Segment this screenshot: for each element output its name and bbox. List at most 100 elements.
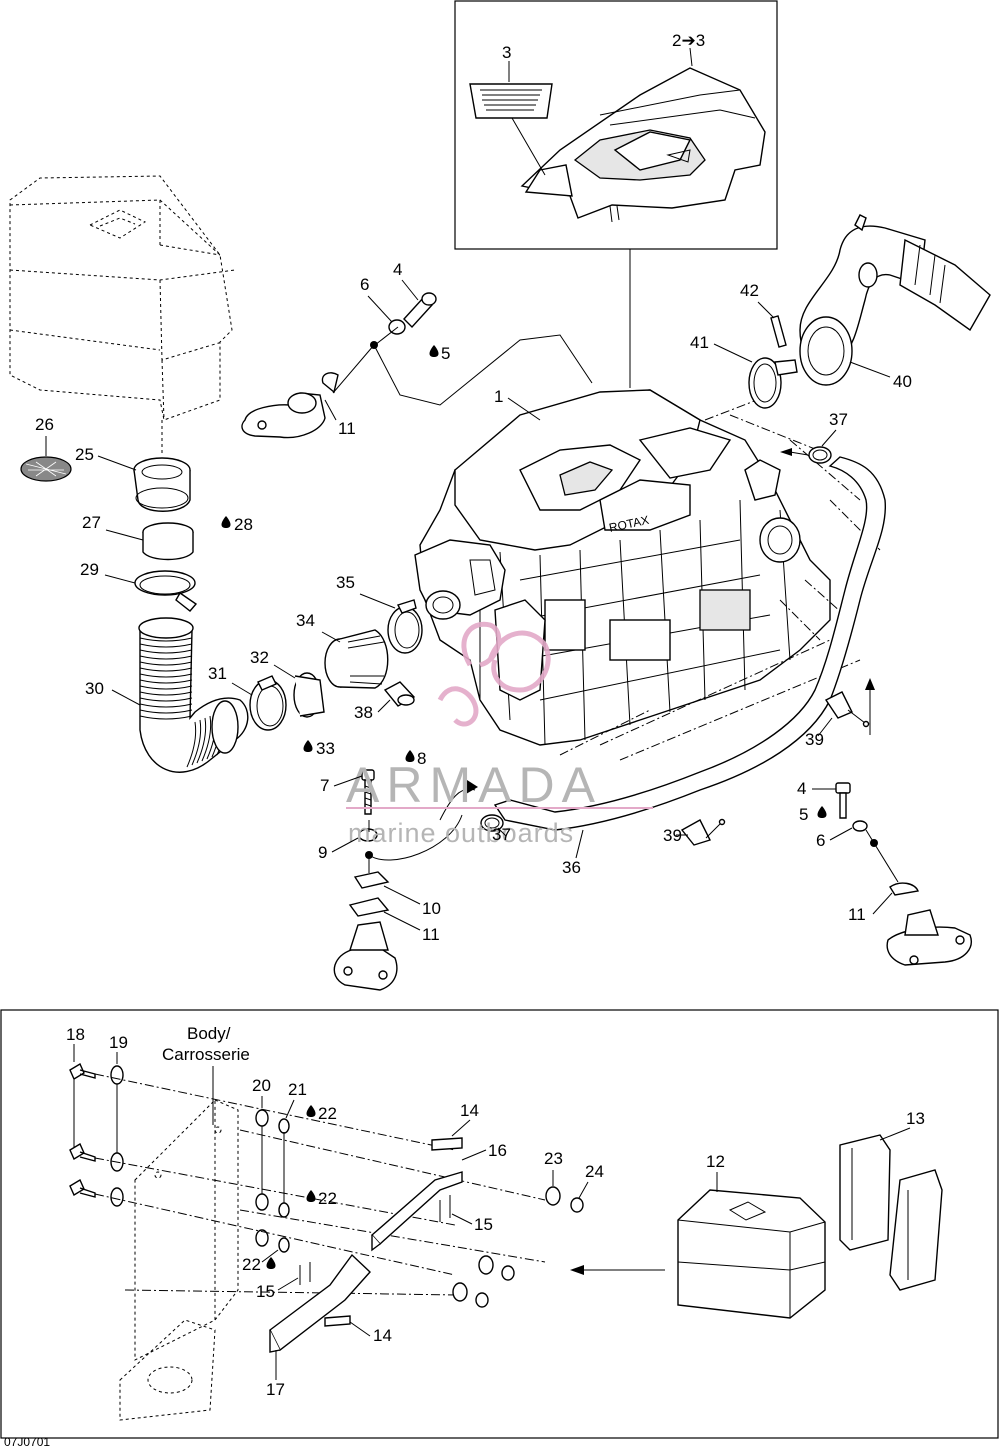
bracket-inset-frame (0, 1009, 999, 1439)
diagram-code: 07J0701 (4, 1435, 50, 1449)
fitting-39-right (824, 691, 870, 728)
leader-line-l15a (451, 1213, 473, 1225)
part-label-l22c: 22 (242, 1255, 261, 1274)
bolt-7 (361, 769, 375, 815)
engine-mount-upper-left (241, 372, 339, 439)
adapter-34 (324, 629, 389, 689)
bolts-18 (69, 1062, 96, 1198)
bracket-17 (269, 1253, 371, 1353)
leader-line-l15b (277, 1277, 299, 1291)
corrugated-hose-30 (138, 617, 249, 773)
part-label-l38: 38 (354, 703, 373, 722)
leader-line-l29 (104, 574, 136, 584)
screws-15 (299, 1195, 451, 1285)
leader-line-l39a (817, 717, 833, 737)
leader-line-l42 (757, 301, 775, 319)
leader-line-l14a (451, 1119, 471, 1137)
leader-line-l36 (575, 829, 584, 859)
leader-line-l38 (377, 699, 391, 713)
arrow-up-right-icon (865, 678, 875, 735)
part-label-l16: 16 (488, 1141, 507, 1160)
part-label-l27: 27 (82, 513, 101, 532)
exhaust-pipe-40 (799, 214, 991, 386)
part-label-l8: 8 (417, 749, 426, 768)
leader-line-l11c (383, 911, 421, 931)
part-label-l34: 34 (296, 611, 315, 630)
part-label-l13: 13 (906, 1109, 925, 1128)
part-label-l11c: 11 (422, 925, 440, 944)
engine-mount-lower-center (333, 921, 398, 991)
part-label-l2to3: 2➔3 (672, 31, 705, 50)
part-label-l6a: 6 (360, 275, 369, 294)
oil-drop-icon (429, 345, 439, 357)
washer-9 (358, 828, 378, 842)
leader-line-l13 (879, 1127, 911, 1141)
oil-drop-icon (266, 1257, 276, 1269)
oil-drop-icon (306, 1190, 316, 1202)
washer-6-lower (852, 820, 868, 832)
part-label-l9: 9 (318, 843, 327, 862)
rubber-adapter-25 (133, 457, 191, 512)
engine-mount-lower-right (886, 909, 972, 966)
fitting-38 (383, 681, 416, 707)
leader-line-l21 (285, 1099, 295, 1119)
part-label-l4b: 4 (797, 779, 806, 798)
bolt-4-upper (403, 292, 437, 329)
part-label-l37a: 37 (829, 410, 848, 429)
leader-line-l40 (849, 361, 891, 378)
nuts-23-24 (452, 1186, 584, 1308)
arrow-to-37-icon (780, 448, 809, 456)
oil-drop-icon (817, 806, 827, 818)
part-label-l24: 24 (585, 1162, 604, 1181)
leader-line-l34 (321, 631, 341, 643)
leader-line-l27 (105, 529, 144, 541)
part-label-l26: 26 (35, 415, 54, 434)
body-label-line2: Carrosserie (162, 1045, 250, 1064)
leader-line-l41 (713, 343, 753, 363)
part-label-l15a: 15 (474, 1215, 493, 1234)
bolt-4-lower (835, 782, 851, 819)
part-label-l6b: 6 (816, 831, 825, 850)
watermark-logo-icon (437, 621, 551, 727)
part-label-l4a: 4 (393, 260, 402, 279)
leader-line-l35 (359, 593, 396, 609)
part-label-l42: 42 (740, 281, 759, 300)
leader-line-l16 (461, 1149, 487, 1161)
leader-line-l6b (829, 827, 853, 841)
watermark-title: ARMADA (346, 757, 602, 813)
oil-drop-icon (306, 1105, 316, 1117)
clamp-37-lower (480, 814, 504, 832)
part-label-l37b: 37 (492, 825, 511, 844)
part-label-l28: 28 (234, 515, 253, 534)
part-label-l20: 20 (252, 1076, 271, 1095)
leader-line-l30 (111, 689, 141, 706)
part-label-l5a: 5 (441, 344, 450, 363)
part-label-l36: 36 (562, 858, 581, 877)
part-label-l3: 3 (502, 43, 511, 62)
part-label-l15b: 15 (256, 1282, 275, 1301)
arrow-left-icon (570, 1265, 665, 1275)
leader-line-l37a (821, 429, 837, 447)
wedge-11-right (889, 882, 919, 896)
part-label-l25: 25 (75, 445, 94, 464)
engine-block-illustration: ROTAX (414, 389, 831, 746)
part-label-l35: 35 (336, 573, 355, 592)
watermark-subtitle: marine outboards (348, 818, 574, 848)
part-label-l17: 17 (266, 1380, 285, 1399)
clamp-37-upper (808, 446, 832, 464)
shim-10 (353, 871, 390, 889)
leader-line-l24 (578, 1181, 589, 1199)
part-label-l31: 31 (208, 664, 227, 683)
fitting-39-lower (680, 818, 726, 846)
clamp-35 (387, 599, 423, 654)
pin-42 (770, 315, 787, 348)
part-label-l39a: 39 (805, 730, 824, 749)
cover-inset-frame (454, 0, 778, 250)
leader-line-l7 (333, 775, 363, 787)
part-label-l32: 32 (250, 648, 269, 667)
ring-32 (293, 672, 325, 718)
part-label-l22a: 22 (318, 1104, 337, 1123)
oil-drop-icon (221, 516, 231, 528)
